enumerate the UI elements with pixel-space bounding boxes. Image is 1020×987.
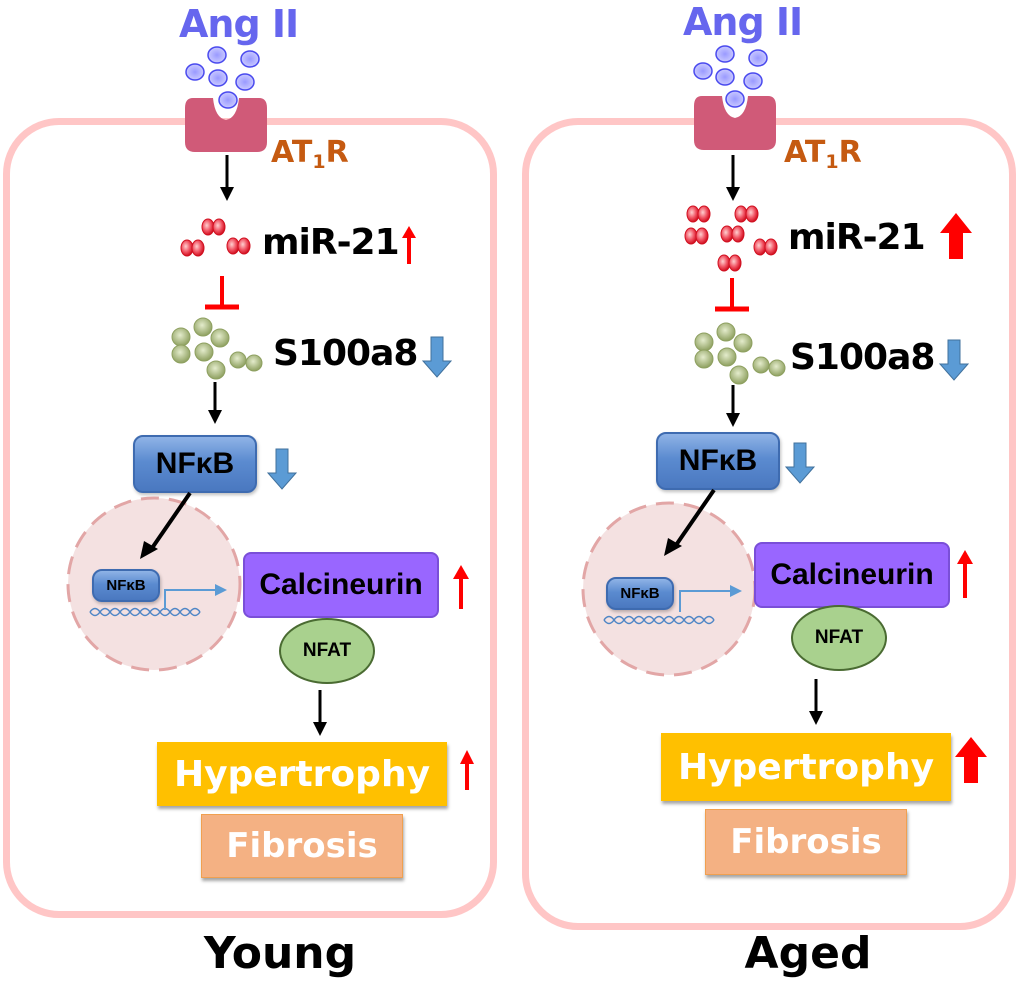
arrow-receptor-to-mirna xyxy=(726,155,740,201)
arrow-nfkb-to-nucleus xyxy=(140,491,192,559)
hypertrophy-box: Hypertrophy xyxy=(661,733,951,801)
at1r-label-end: R xyxy=(838,135,862,170)
s100a8-down-arrow-icon xyxy=(938,339,970,381)
hypertrophy-box: Hypertrophy xyxy=(157,742,447,806)
calcineurin-up-arrow-icon xyxy=(453,565,469,609)
ang-ii-molecules-icon xyxy=(693,45,768,108)
at1r-receptor-icon xyxy=(694,96,776,150)
fibrosis-box: Fibrosis xyxy=(705,809,907,875)
arrow-receptor-to-mirna xyxy=(220,155,234,201)
s100a8-label: S100a8 xyxy=(273,333,418,374)
ang-ii-label: Ang II xyxy=(683,0,803,44)
nucleus-nfkb-box: NFκB xyxy=(92,569,160,602)
at1r-label-main: AT xyxy=(784,135,826,170)
at1r-label-main: AT xyxy=(271,135,313,170)
mirna-molecules-icon xyxy=(684,205,778,272)
s100a8-down-arrow-icon xyxy=(421,336,453,378)
panel-caption-aged: Aged xyxy=(744,928,872,979)
at1r-label: AT1R xyxy=(271,135,349,173)
at1r-label-sub: 1 xyxy=(312,151,326,173)
calcineurin-box: Calcineurin xyxy=(754,542,950,608)
at1r-label: AT1R xyxy=(784,135,862,173)
transcription-arrow-icon xyxy=(679,585,742,612)
calcineurin-up-arrow-icon xyxy=(957,550,973,598)
ang-ii-label: Ang II xyxy=(179,2,299,46)
nfat-ellipse: NFAT xyxy=(279,618,375,684)
panel-caption-young: Young xyxy=(203,928,357,979)
mirna-label: miR-21 xyxy=(262,222,400,263)
arrow-nfat-to-hypertrophy xyxy=(313,690,327,736)
mirna-molecules-icon xyxy=(180,218,251,257)
arrow-s100a8-to-nfkb xyxy=(726,385,740,427)
transcription-arrow-icon xyxy=(164,584,227,610)
s100a8-molecules-icon xyxy=(171,317,263,380)
at1r-label-sub: 1 xyxy=(825,151,839,173)
mirna-up-arrow-icon xyxy=(940,213,972,259)
fibrosis-box: Fibrosis xyxy=(201,814,403,878)
nfkb-box: NFκB xyxy=(133,435,257,493)
nfkb-box: NFκB xyxy=(656,432,780,490)
hypertrophy-up-arrow-icon xyxy=(955,737,987,783)
arrow-s100a8-to-nfkb xyxy=(208,382,222,424)
nfkb-down-arrow-icon xyxy=(784,442,816,484)
ang-ii-molecules-icon xyxy=(185,46,260,109)
at1r-label-end: R xyxy=(325,135,349,170)
at1r-receptor-icon xyxy=(185,98,267,152)
calcineurin-box: Calcineurin xyxy=(243,552,439,618)
mirna-label: miR-21 xyxy=(788,217,926,258)
inhibition-mirna-to-s100a8 xyxy=(715,278,749,312)
s100a8-molecules-icon xyxy=(694,322,786,385)
arrow-nfkb-to-nucleus xyxy=(664,488,716,556)
dna-helix-icon xyxy=(89,607,201,617)
inhibition-mirna-to-s100a8 xyxy=(205,276,239,310)
mirna-up-arrow-icon xyxy=(402,226,416,264)
nucleus-nfkb-box: NFκB xyxy=(606,577,674,610)
s100a8-label: S100a8 xyxy=(790,337,935,378)
hypertrophy-up-arrow-icon xyxy=(460,750,474,790)
arrow-nfat-to-hypertrophy xyxy=(809,679,823,725)
dna-helix-icon xyxy=(603,615,715,625)
panel-young: Ang II AT1R xyxy=(3,2,497,979)
nfat-ellipse: NFAT xyxy=(791,605,887,671)
nfkb-down-arrow-icon xyxy=(266,448,298,490)
